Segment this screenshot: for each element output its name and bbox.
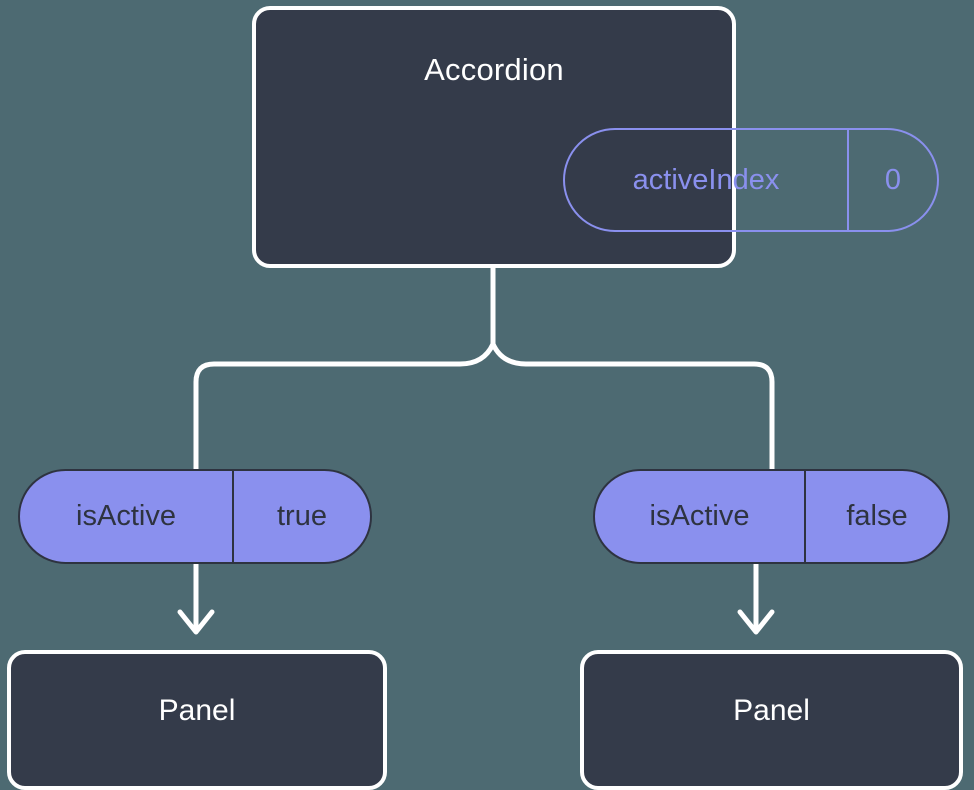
- panel-component-card-left[interactable]: Panel: [7, 650, 387, 790]
- accordion-component-card[interactable]: Accordion activeIndex 0: [252, 6, 939, 268]
- prop-pill-isactive-false-key: isActive: [595, 471, 806, 562]
- panel-component-card-right[interactable]: Panel: [580, 650, 963, 790]
- state-pill-activeindex-value: 0: [884, 163, 902, 196]
- arrow-right: [737, 564, 775, 635]
- state-pill-activeindex-key: activeIndex: [565, 130, 849, 230]
- prop-pill-isactive-false-value: false: [846, 500, 908, 532]
- diagram-canvas: Accordion activeIndex 0 isActive true is…: [7, 6, 963, 790]
- accordion-title: Accordion: [424, 52, 564, 87]
- prop-pill-isactive-true[interactable]: isActive true: [18, 469, 372, 564]
- panel-left-title: Panel: [158, 694, 236, 727]
- state-pill-activeindex[interactable]: activeIndex 0: [563, 128, 939, 232]
- prop-pill-isactive-true-value: true: [277, 500, 327, 532]
- prop-pill-isactive-false[interactable]: isActive false: [593, 469, 950, 564]
- prop-pill-isactive-true-key: isActive: [20, 471, 234, 562]
- panel-right-title: Panel: [733, 694, 810, 727]
- arrow-left: [177, 564, 215, 635]
